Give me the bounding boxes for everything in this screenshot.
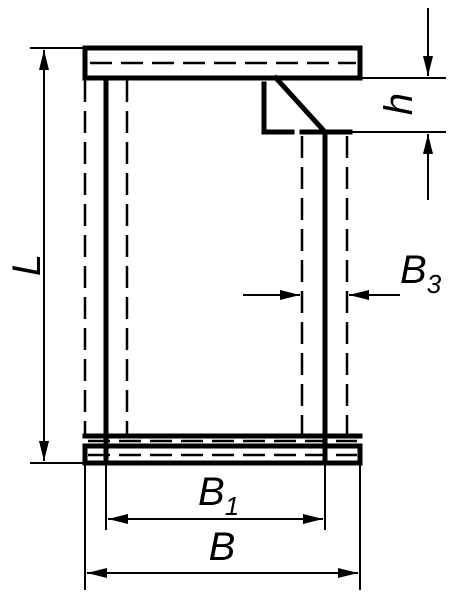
label-b1: B1: [198, 470, 239, 521]
dimension-b1: B1: [105, 463, 326, 530]
label-b3: B3: [400, 248, 442, 299]
label-b: B: [209, 525, 236, 569]
right-wall: [299, 129, 353, 466]
dimension-b: B: [84, 463, 361, 590]
diagonal-brace: [261, 74, 329, 136]
label-h: h: [377, 93, 421, 115]
bottom-plate: [82, 433, 363, 466]
top-plate: [82, 45, 363, 81]
dimension-l: L: [5, 47, 85, 464]
left-wall: [83, 75, 129, 466]
dimension-h: h: [350, 8, 446, 200]
label-l: L: [5, 254, 49, 276]
dimension-b3: B3: [243, 248, 442, 300]
